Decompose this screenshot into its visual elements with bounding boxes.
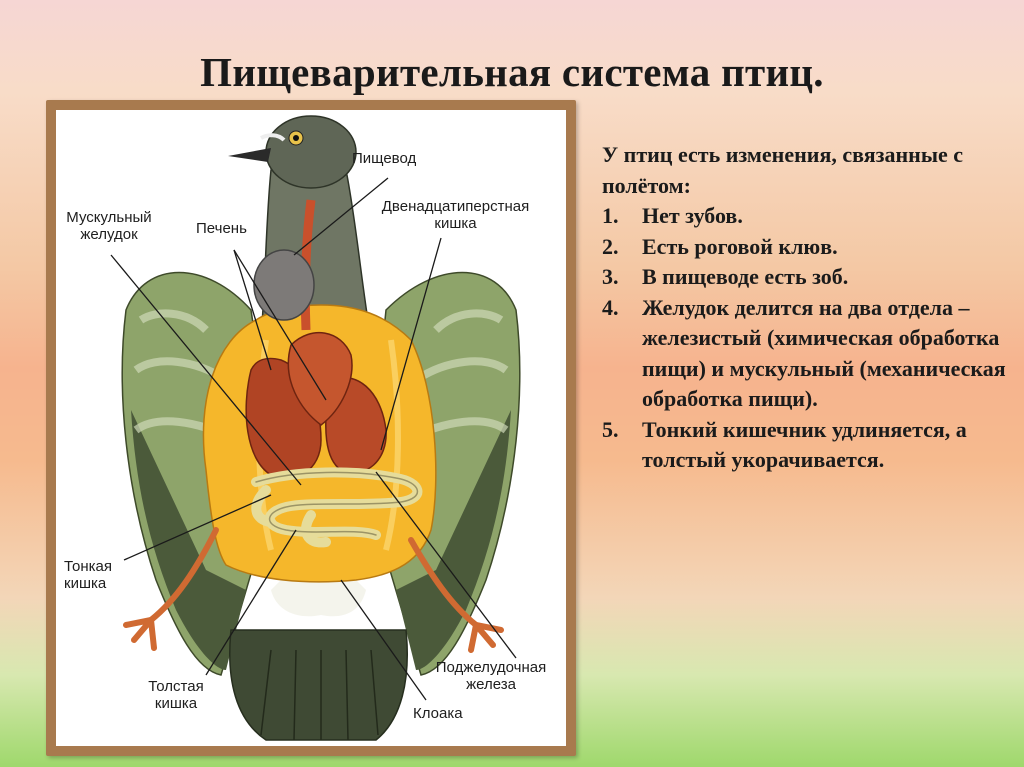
bird-digestive-diagram: Пищевод Двенадцатиперстная кишка Мускуль… [56, 110, 566, 746]
facts-list: 1. Нет зубов. 2. Есть роговой клюв. 3. В… [602, 201, 1012, 476]
label-esophagus: Пищевод [352, 150, 417, 167]
fact-item: 2. Есть роговой клюв. [602, 232, 1012, 263]
label-large-intestine: Толстая кишка [148, 678, 204, 712]
head [265, 115, 357, 189]
bird-illustration [110, 115, 521, 741]
fact-number: 5. [602, 416, 619, 442]
slide-title: Пищеварительная система птиц. [200, 49, 824, 95]
fact-text: Желудок делится на два отдела – железист… [642, 294, 1006, 412]
fact-number: 2. [602, 233, 619, 259]
heart [287, 331, 353, 426]
right-leg [408, 537, 504, 653]
fact-item: 4. Желудок делится на два отдела – желез… [602, 293, 1012, 415]
right-wing-tips [396, 410, 511, 670]
label-liver: Печень [196, 220, 247, 237]
fact-number: 1. [602, 203, 619, 228]
crop [253, 249, 315, 321]
intro-text: У птиц есть изменения, связанные с полёт… [602, 142, 964, 198]
fact-item: 3. В пищеводе есть зоб. [602, 262, 1012, 293]
label-small-intestine: Тонкая кишка [64, 558, 112, 592]
fact-item: 5. Тонкий кишечник удлиняется, а толстый… [602, 415, 1012, 476]
label-duodenum: Двенадцатиперстная кишка [381, 198, 530, 232]
left-leg [123, 527, 219, 651]
fact-text: Тонкий кишечник удлиняется, а толстый ук… [642, 416, 967, 473]
fact-number: 3. [602, 264, 619, 289]
label-cloaca: Клоака [413, 705, 463, 722]
fact-item: 1. Нет зубов. [602, 201, 1012, 232]
fact-number: 4. [602, 294, 619, 320]
diagram-frame: Пищевод Двенадцатиперстная кишка Мускуль… [46, 100, 576, 756]
tail [229, 629, 408, 741]
label-pancreas: Поджелудочная железа [435, 659, 547, 693]
beak [228, 148, 271, 162]
fact-text: В пищеводе есть зоб. [642, 264, 849, 289]
fact-text: Нет зубов. [642, 203, 743, 228]
label-muscular-stomach: Мускульный желудок [66, 209, 152, 243]
fact-text: Есть роговой клюв. [642, 233, 838, 259]
text-panel: У птиц есть изменения, связанные с полёт… [602, 140, 1012, 476]
left-wing-tips [131, 410, 246, 670]
